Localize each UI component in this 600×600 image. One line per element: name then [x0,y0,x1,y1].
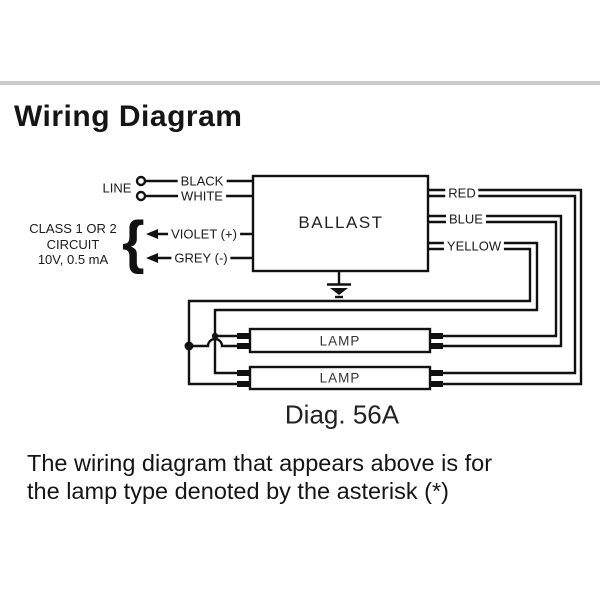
page-title: Wiring Diagram [14,100,243,133]
class-circuit-text: CLASS 1 OR 2 CIRCUIT 10V, 0.5 mA [17,221,129,268]
yellow-wire-pair [187,241,539,386]
lamp1-box [248,327,432,354]
footer-note: The wiring diagram that appears above is… [27,449,492,505]
footer-note-line2: the lamp type denoted by the asterisk (*… [27,478,449,504]
yellow-wire-label: YELLOW [443,237,505,255]
lamp1-pin [237,343,250,349]
class-circuit-line1: CLASS 1 OR 2 [29,221,117,236]
diagram-caption: Diag. 56A [284,399,400,430]
class-circuit-line3: 10V, 0.5 mA [37,252,109,267]
top-divider [0,81,600,85]
lamp1-pin [430,333,443,339]
grey-arrow-left-icon [146,253,158,263]
red-wire-pair [428,188,583,386]
white-wire-label: WHITE [178,187,226,205]
junction-dot-small [211,332,219,340]
lamp2-box [248,365,432,391]
red-wire-label: RED [445,184,479,202]
grey-wire-label: GREY (-) [171,249,231,267]
line-terminal-top-icon [135,175,147,187]
black-wire-label: BLACK [177,172,227,190]
violet-wire-label: VIOLET (+) [168,225,240,243]
lamp1-pin [237,333,250,339]
lamp1-pin [430,343,443,349]
blue-wire-label: BLUE [446,210,486,228]
footer-note-line1: The wiring diagram that appears above is… [27,450,493,476]
blue-wire-pair [428,214,563,348]
ground-triangle [330,288,348,295]
lamp2-pin [237,381,250,387]
line-label: LINE [102,180,132,196]
lamp2-pin [430,370,443,376]
line-terminal-bottom-icon [135,190,147,202]
class-circuit-line2: CIRCUIT [46,236,100,252]
violet-arrow-left-icon [146,229,158,239]
wire-hop [189,337,237,348]
lamp2-pin [430,381,443,387]
brace-glyph: { [122,210,145,275]
junction-dot-large [184,341,194,351]
ballast-box [251,174,430,273]
lamp2-pin [237,370,250,376]
ballast-label: BALLAST [298,213,384,232]
lamp1-label: LAMP [315,333,365,349]
ground-icon [327,271,351,299]
lamp2-label: LAMP [315,370,365,386]
